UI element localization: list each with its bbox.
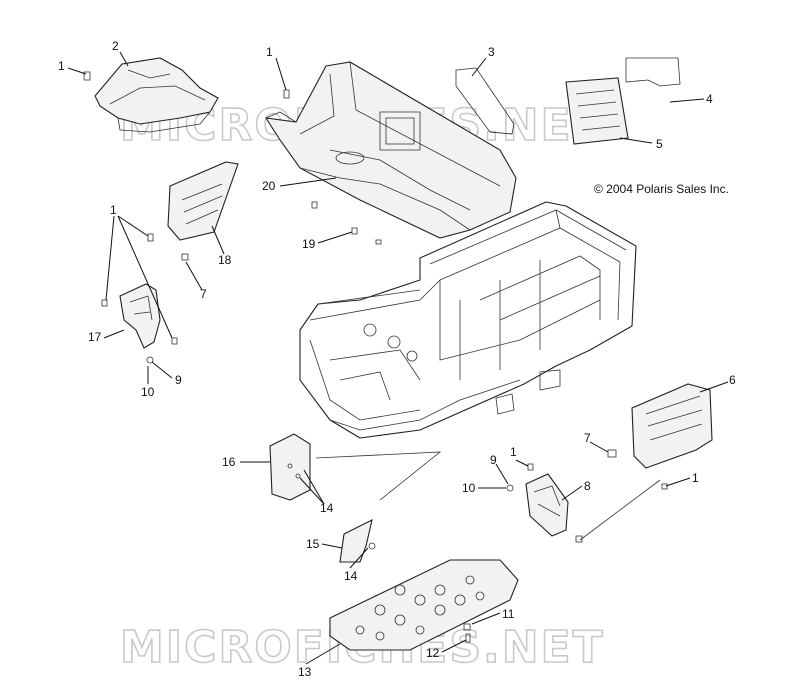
part-7-clip-icon bbox=[607, 449, 617, 458]
part-1-fastener-icon bbox=[661, 483, 668, 490]
main-frame bbox=[299, 201, 637, 439]
part-1-fastener-icon bbox=[575, 535, 583, 543]
callout-19: 19 bbox=[302, 237, 316, 251]
callout-7: 7 bbox=[200, 287, 207, 301]
callout-11: 11 bbox=[502, 607, 515, 621]
part-5-grille bbox=[565, 77, 629, 145]
callout-17: 17 bbox=[88, 330, 102, 344]
callout-13: 13 bbox=[298, 665, 312, 679]
callout-5: 5 bbox=[656, 137, 663, 151]
callout-1: 1 bbox=[692, 471, 699, 485]
part-20-cargo-box bbox=[264, 61, 517, 239]
callout-10: 10 bbox=[462, 481, 476, 495]
part-13-skid-plate bbox=[329, 559, 519, 651]
callouts: 1 2 1 3 4 5 20 1 18 19 7 17 9 10 6 7 16 … bbox=[58, 39, 736, 679]
part-8-front-guard bbox=[506, 463, 668, 543]
callout-14: 14 bbox=[320, 501, 334, 515]
part-7-clip-icon bbox=[181, 253, 189, 261]
part-15-bracket bbox=[339, 518, 376, 563]
part-1-fastener-icon bbox=[283, 89, 290, 99]
part-12-bolt-icon bbox=[465, 633, 471, 643]
part-19-fastener-icon bbox=[351, 227, 358, 235]
part-9-washer-icon bbox=[146, 356, 154, 364]
callout-12: 12 bbox=[426, 646, 440, 660]
callout-1: 1 bbox=[110, 203, 117, 217]
callout-1: 1 bbox=[58, 59, 65, 73]
callout-8: 8 bbox=[584, 479, 591, 493]
part-18-side-panel bbox=[147, 161, 239, 261]
callout-9: 9 bbox=[175, 373, 182, 387]
part-3-panel bbox=[455, 67, 515, 135]
part-1-fastener-icon bbox=[171, 337, 178, 345]
callout-6: 6 bbox=[729, 373, 736, 387]
part-4-panel bbox=[625, 57, 681, 87]
callout-4: 4 bbox=[706, 92, 713, 106]
callout-20: 20 bbox=[262, 179, 276, 193]
callout-14: 14 bbox=[344, 569, 358, 583]
callout-15: 15 bbox=[306, 537, 320, 551]
callout-7: 7 bbox=[584, 431, 591, 445]
callout-2: 2 bbox=[112, 39, 119, 53]
callout-9: 9 bbox=[490, 453, 497, 467]
part-11-nut-icon bbox=[463, 623, 471, 631]
part-2-front-tray bbox=[83, 57, 219, 133]
part-6-side-panel bbox=[607, 383, 713, 469]
part-1-fastener-icon bbox=[83, 71, 91, 81]
callout-1: 1 bbox=[266, 45, 273, 59]
callout-3: 3 bbox=[488, 45, 495, 59]
callout-16: 16 bbox=[222, 455, 236, 469]
copyright-text: © 2004 Polaris Sales Inc. bbox=[594, 182, 729, 196]
part-1-fastener-icon bbox=[527, 463, 534, 471]
part-16-plate bbox=[269, 433, 442, 501]
part-14-bolt-icon bbox=[368, 542, 376, 550]
callout-1: 1 bbox=[510, 445, 517, 459]
part-1-fastener-icon bbox=[147, 233, 154, 242]
callout-10: 10 bbox=[141, 385, 155, 399]
callout-18: 18 bbox=[218, 253, 232, 267]
part-1-fastener-icon bbox=[101, 299, 108, 307]
leader-lines bbox=[67, 51, 729, 665]
part-10-nut-icon bbox=[506, 484, 514, 492]
